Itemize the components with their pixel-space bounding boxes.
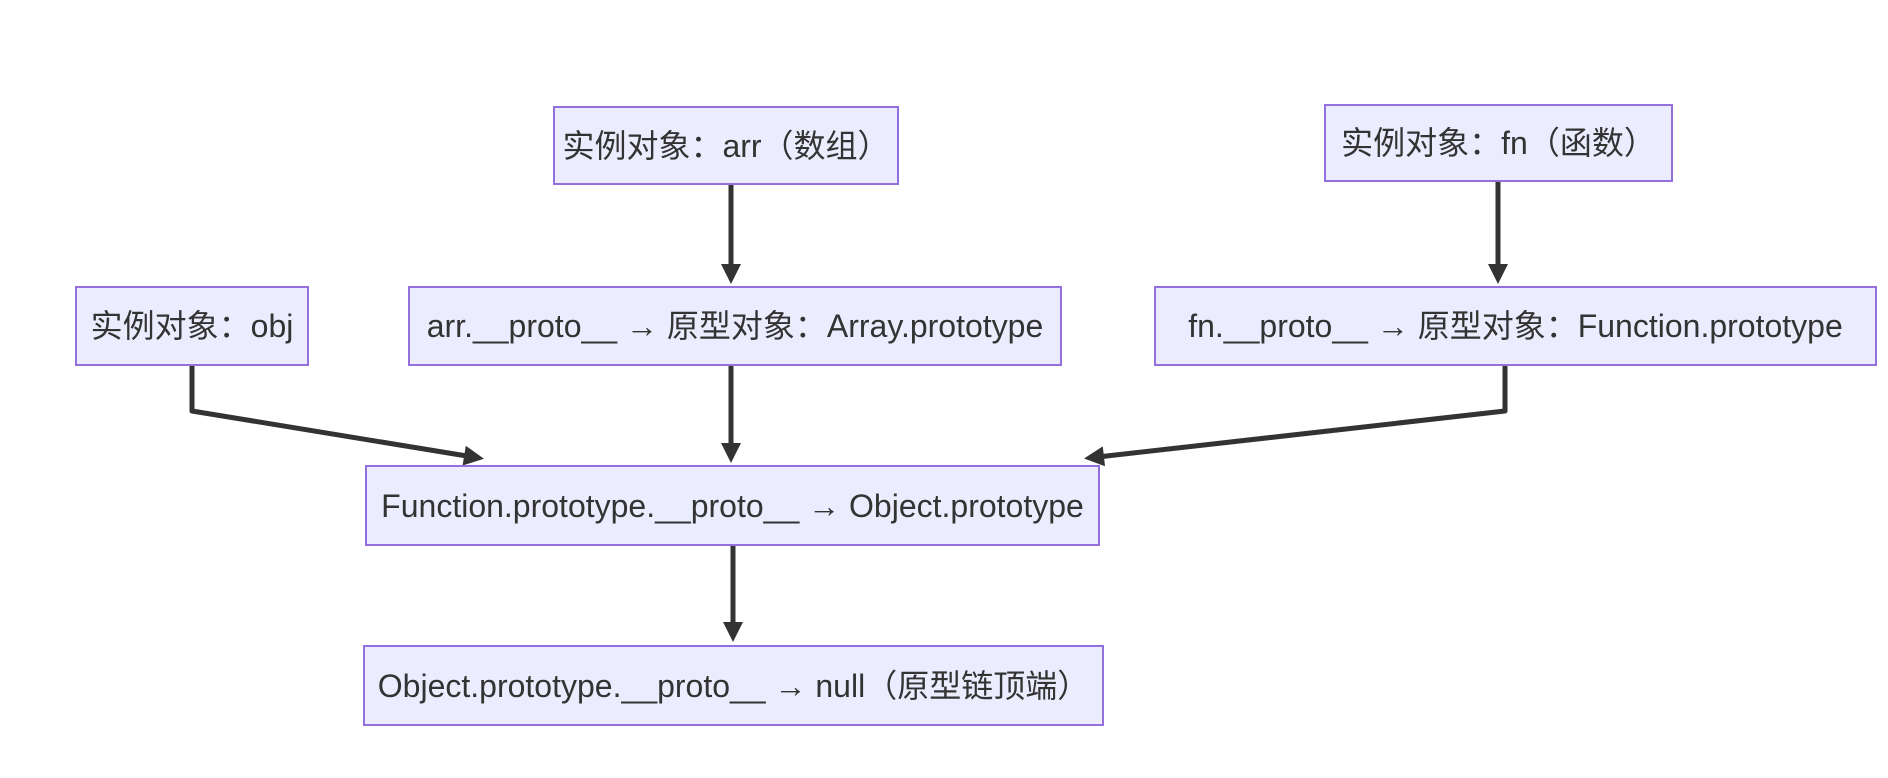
node-fn-instance: 实例对象：fn（函数） [1324,104,1673,182]
node-function-prototype-proto: Function.prototype.__proto__ → Object.pr… [365,465,1100,546]
node-label: fn.__proto__ → 原型对象：Function.prototype [1188,308,1843,344]
node-function-prototype: fn.__proto__ → 原型对象：Function.prototype [1154,286,1877,366]
node-obj-instance: 实例对象：obj [75,286,309,366]
node-label: 实例对象：arr（数组） [562,127,890,164]
node-label: 实例对象：obj [90,308,294,344]
node-array-prototype: arr.__proto__ → 原型对象：Array.prototype [408,286,1062,366]
edge-fnproto-to-functionproto [1084,366,1508,467]
edge-obj-to-functionproto [189,366,484,466]
node-label: Function.prototype.__proto__ → Object.pr… [381,487,1084,524]
node-label: Object.prototype.__proto__ → null（原型链顶端） [377,667,1090,704]
node-label: arr.__proto__ → 原型对象：Array.prototype [426,308,1044,344]
node-arr-instance: 实例对象：arr（数组） [553,106,899,185]
node-label: 实例对象：fn（函数） [1341,125,1656,161]
node-object-prototype-proto: Object.prototype.__proto__ → null（原型链顶端） [363,645,1104,726]
